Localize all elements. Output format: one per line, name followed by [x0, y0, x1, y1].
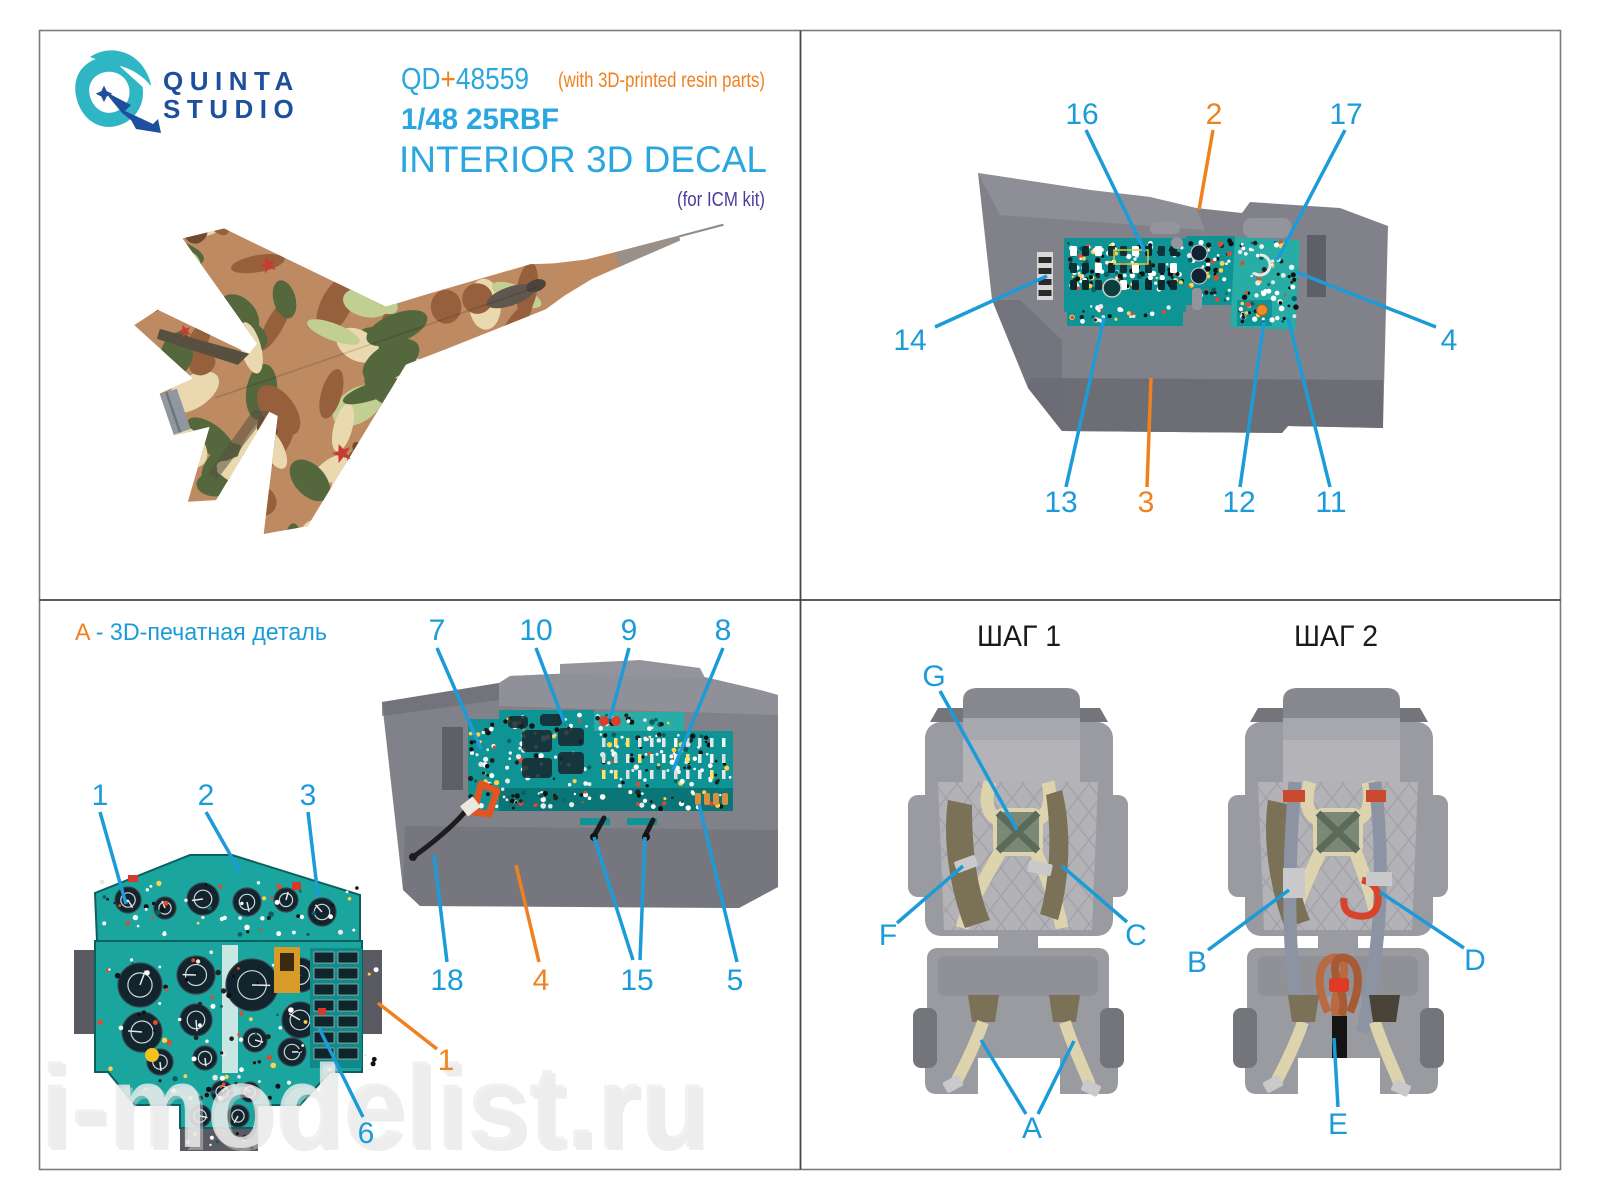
svg-text:4: 4 — [1441, 324, 1458, 357]
svg-text:(for ICM kit): (for ICM kit) — [677, 189, 765, 211]
svg-text:7: 7 — [429, 614, 446, 647]
svg-text:INTERIOR 3D DECAL: INTERIOR 3D DECAL — [399, 139, 767, 180]
svg-text:D: D — [1464, 944, 1486, 977]
svg-text:C: C — [1125, 919, 1147, 952]
svg-text:16: 16 — [1065, 98, 1098, 131]
svg-text:5: 5 — [727, 964, 744, 997]
svg-text:E: E — [1328, 1108, 1348, 1141]
svg-text:QD+48559: QD+48559 — [401, 61, 529, 96]
svg-text:ШАГ 1: ШАГ 1 — [977, 620, 1061, 653]
svg-text:G: G — [922, 660, 945, 693]
svg-text:3: 3 — [300, 779, 317, 812]
svg-text:3: 3 — [1138, 486, 1155, 519]
svg-text:13: 13 — [1044, 486, 1077, 519]
svg-text:1/48 25RBF: 1/48 25RBF — [401, 103, 559, 136]
svg-text:F: F — [879, 919, 897, 952]
svg-text:9: 9 — [621, 614, 638, 647]
svg-text:1: 1 — [92, 779, 109, 812]
svg-text:ШАГ 2: ШАГ 2 — [1294, 620, 1378, 653]
svg-text:4: 4 — [533, 964, 550, 997]
svg-text:A: A — [1022, 1112, 1042, 1145]
svg-text:6: 6 — [358, 1117, 375, 1150]
svg-text:2: 2 — [1206, 98, 1223, 131]
svg-text:2: 2 — [198, 779, 215, 812]
svg-text:QUINTA: QUINTA — [163, 66, 300, 96]
svg-text:8: 8 — [715, 614, 732, 647]
svg-text:i-modelist.ru: i-modelist.ru — [40, 1041, 708, 1173]
svg-text:11: 11 — [1315, 486, 1346, 519]
svg-text:17: 17 — [1329, 98, 1362, 131]
svg-text:14: 14 — [893, 324, 926, 357]
svg-text:B: B — [1187, 946, 1207, 979]
svg-text:10: 10 — [519, 614, 552, 647]
svg-text:12: 12 — [1222, 486, 1255, 519]
svg-text:A - 3D-печатная деталь: A - 3D-печатная деталь — [75, 619, 327, 646]
svg-text:STUDIO: STUDIO — [163, 94, 300, 124]
svg-text:1: 1 — [438, 1044, 455, 1077]
svg-text:(with 3D-printed resin parts): (with 3D-printed resin parts) — [558, 69, 765, 92]
svg-text:18: 18 — [430, 964, 463, 997]
svg-text:15: 15 — [620, 964, 653, 997]
svg-text:i-modelist.ru: i-modelist.ru — [43, 1044, 711, 1176]
